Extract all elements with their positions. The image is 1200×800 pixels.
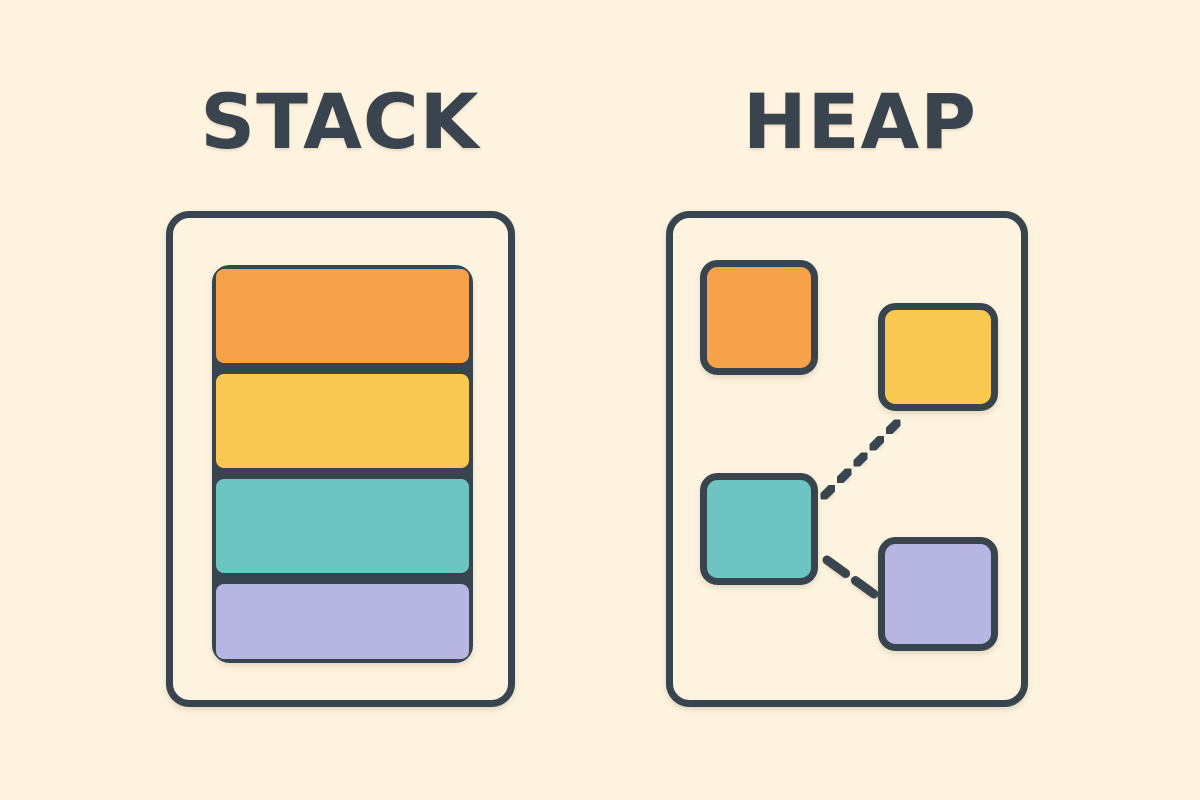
connector-dash [835, 467, 853, 485]
connector-dash [822, 555, 851, 578]
heap-block-purple-shape[interactable] [878, 537, 998, 651]
heap-panel [666, 211, 1028, 707]
stack-block-orange[interactable] [216, 269, 469, 363]
connector-dash [884, 418, 902, 436]
heap-block-orange[interactable] [700, 260, 818, 375]
heap-block-orange-shape[interactable] [700, 260, 818, 375]
heap-block-teal-shape[interactable] [700, 473, 818, 585]
heap-block-teal[interactable] [700, 473, 818, 585]
stack-panel-title: STACK [200, 77, 480, 166]
heap-block-purple[interactable] [878, 537, 998, 651]
connector-dash [868, 434, 886, 452]
stack-block-yellow[interactable] [216, 374, 469, 468]
connector-teal-purple [822, 555, 879, 599]
connector-teal-yellow [819, 418, 902, 501]
connector-dash [852, 451, 869, 468]
heap-block-yellow-shape[interactable] [878, 303, 998, 411]
heap-panel-title: HEAP [742, 77, 978, 166]
stack-block-teal[interactable] [216, 479, 469, 573]
stack-block-purple[interactable] [216, 584, 469, 659]
connector-dash [850, 576, 879, 599]
heap-block-yellow[interactable] [878, 303, 998, 411]
connector-dash [819, 483, 837, 501]
stack-panel [166, 211, 515, 707]
